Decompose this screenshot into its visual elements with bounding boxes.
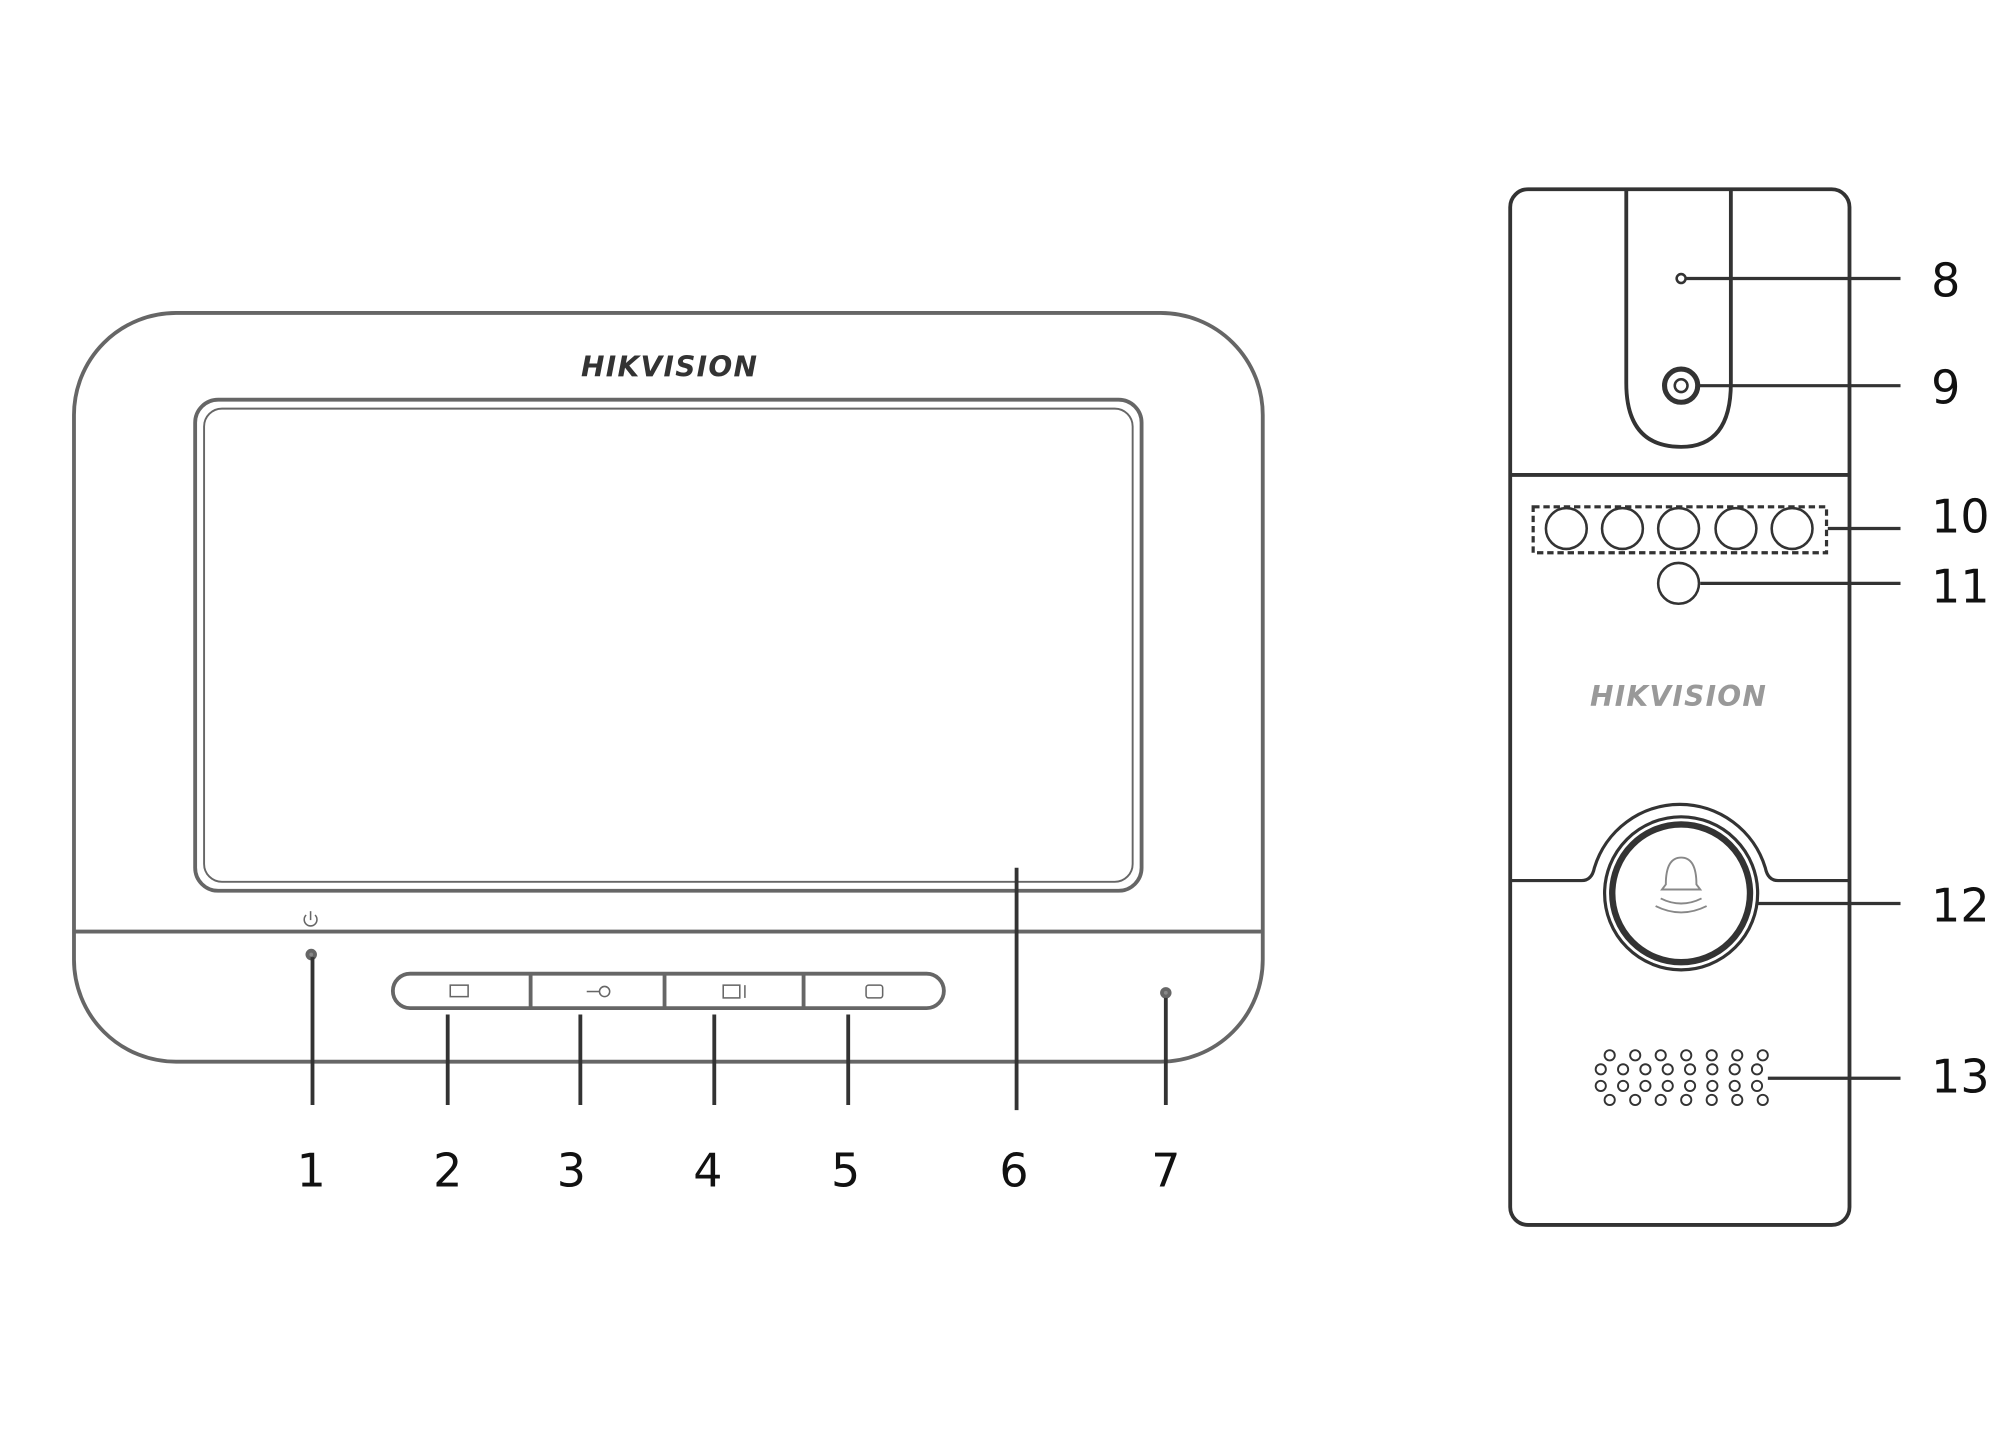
- speaker-hole: [1639, 1079, 1652, 1092]
- callout-9: 9: [1931, 361, 1960, 415]
- speaker-hole: [1680, 1049, 1693, 1062]
- speaker-hole: [1594, 1079, 1607, 1092]
- callout-2: 2: [433, 1144, 462, 1198]
- speaker-hole: [1654, 1093, 1667, 1107]
- speaker-hole: [1594, 1063, 1607, 1076]
- ir-led: [1770, 506, 1814, 551]
- microphone-dot: [1675, 272, 1687, 285]
- indoor-monitor: [72, 311, 1265, 1064]
- speaker-hole: [1603, 1049, 1616, 1062]
- speaker-hole: [1661, 1063, 1674, 1076]
- speaker-hole: [1756, 1049, 1769, 1062]
- speaker-hole: [1750, 1079, 1764, 1092]
- camera-monitor-icon: [722, 984, 746, 999]
- callout-8: 8: [1931, 253, 1960, 307]
- monitor-callout-lines: [310, 867, 1168, 1111]
- callout-6: 6: [999, 1144, 1028, 1198]
- speaker-hole: [1680, 1093, 1693, 1107]
- speaker-hole: [1731, 1093, 1744, 1107]
- speaker-hole: [1629, 1093, 1642, 1107]
- speaker-grille: [1594, 1049, 1769, 1107]
- callout-1: 1: [297, 1144, 326, 1198]
- door-station-body: [1508, 187, 1852, 1227]
- monitor-screen: [193, 397, 1144, 893]
- camera-housing: [1624, 189, 1733, 449]
- monitor-body: [72, 311, 1265, 1064]
- door-callout-lines: [1686, 276, 1901, 1080]
- callout-10: 10: [1931, 489, 1989, 543]
- power-icon: [303, 911, 318, 927]
- bell-icon: [1655, 856, 1708, 914]
- speaker-hole: [1750, 1063, 1764, 1076]
- callout-11: 11: [1931, 560, 1989, 614]
- camera-lens: [1661, 366, 1701, 405]
- speaker-hole: [1705, 1049, 1718, 1062]
- speaker-hole: [1617, 1079, 1630, 1092]
- callout-4: 4: [693, 1144, 722, 1198]
- speaker-hole: [1731, 1049, 1744, 1062]
- ir-led: [1544, 506, 1589, 551]
- speaker-hole: [1728, 1079, 1741, 1092]
- speaker-hole: [1639, 1063, 1652, 1076]
- speaker-hole: [1705, 1093, 1718, 1107]
- ir-led: [1714, 506, 1758, 551]
- callout-5: 5: [831, 1144, 860, 1198]
- speaker-hole: [1756, 1093, 1769, 1107]
- callout-3: 3: [557, 1144, 586, 1198]
- screen-icon: [865, 984, 884, 999]
- callout-13: 13: [1931, 1049, 1989, 1103]
- button-housing: [1510, 802, 1850, 883]
- light-sensor: [1656, 561, 1701, 606]
- call-button: [1602, 815, 1760, 972]
- monitor-logo: HIKVISION: [581, 351, 758, 384]
- monitor-callout-numbers: 1 2 3 4 5 6 7: [297, 1144, 1181, 1198]
- message-icon: [449, 984, 469, 998]
- speaker-hole: [1683, 1079, 1697, 1092]
- speaker-hole: [1683, 1063, 1697, 1076]
- speaker-hole: [1617, 1063, 1630, 1076]
- speaker-hole: [1629, 1049, 1642, 1062]
- callout-12: 12: [1931, 878, 1989, 932]
- monitor-button-strip: [390, 971, 946, 1011]
- speaker-hole: [1603, 1093, 1616, 1107]
- ir-led: [1600, 506, 1645, 551]
- key-unlock-icon: [586, 985, 611, 998]
- door-callout-numbers: 8 9 10 11 12 13: [1931, 253, 1989, 1103]
- door-station: [1508, 187, 1852, 1227]
- microphone-hole: [1160, 987, 1172, 999]
- speaker-hole: [1661, 1079, 1674, 1092]
- callout-7: 7: [1151, 1144, 1180, 1198]
- speaker-hole: [1728, 1063, 1741, 1076]
- door-station-logo: HIKVISION: [1590, 680, 1767, 713]
- ir-led: [1656, 506, 1701, 551]
- speaker-hole: [1654, 1049, 1667, 1062]
- speaker-hole: [1706, 1079, 1719, 1092]
- speaker-hole: [1706, 1063, 1719, 1076]
